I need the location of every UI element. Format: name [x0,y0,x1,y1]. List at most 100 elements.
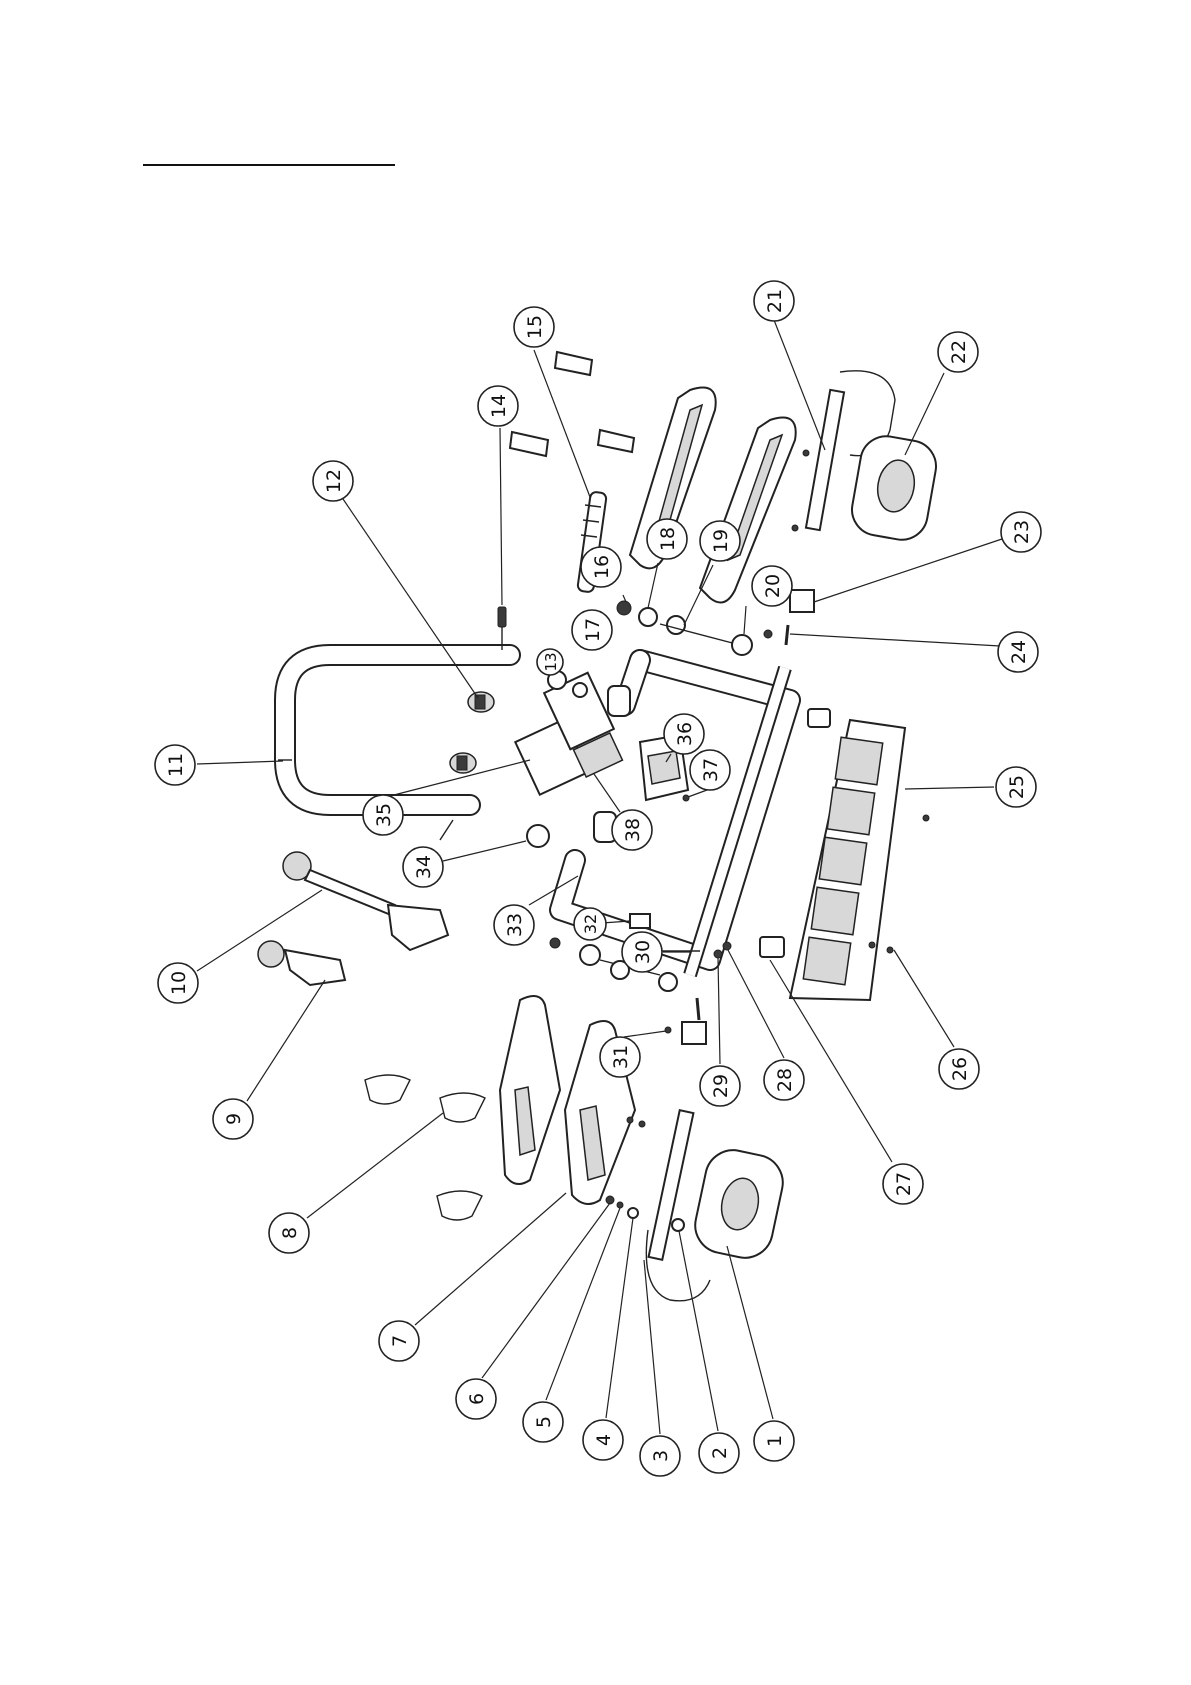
svg-text:30: 30 [632,940,654,964]
callout-23: 23 [1001,512,1041,552]
svg-text:29: 29 [710,1074,732,1098]
svg-text:8: 8 [279,1227,301,1239]
svg-text:12: 12 [323,469,345,493]
part-bolt-14 [498,607,506,650]
callout-5: 5 [523,1402,563,1442]
callout-11: 11 [155,745,195,785]
callout-14: 14 [478,386,518,426]
part-washer-lower-a [627,1117,633,1123]
part-clip-15c [598,430,634,452]
callout-20: 20 [752,566,792,606]
callout-25: 25 [996,767,1036,807]
svg-text:7: 7 [389,1335,411,1347]
callout-8: 8 [269,1213,309,1253]
part-pedal-22 [848,432,940,544]
svg-text:15: 15 [524,315,546,339]
svg-text:19: 19 [710,529,732,553]
svg-text:38: 38 [622,818,644,842]
part-endcap-27 [760,937,784,957]
callout-12: 12 [313,461,353,501]
svg-text:36: 36 [674,722,696,746]
callout-26: 26 [939,1049,979,1089]
callout-32: 32 [574,908,606,940]
callout-13: 13 [537,649,563,675]
svg-text:25: 25 [1006,775,1028,799]
callout-29: 29 [700,1066,740,1106]
part-washer-4 [628,1208,638,1218]
callout-18: 18 [647,519,687,559]
svg-text:27: 27 [893,1172,915,1196]
part-washer-2 [672,1219,684,1231]
callout-38: 38 [612,810,652,850]
svg-text:23: 23 [1011,520,1033,544]
part-pedal-arm-lower-left [500,996,560,1184]
svg-text:14: 14 [488,394,510,418]
part-washer-lower-b [639,1121,645,1127]
svg-text:13: 13 [542,652,560,671]
part-straps-8 [365,1075,485,1220]
svg-text:21: 21 [764,289,786,313]
callout-1: 1 [754,1421,794,1461]
svg-text:2: 2 [709,1447,731,1459]
part-clip-15b [510,432,548,456]
callout-30: 30 [622,932,662,972]
callout-16: 16 [581,547,621,587]
svg-text:11: 11 [165,753,187,777]
callout-6: 6 [456,1379,496,1419]
svg-text:18: 18 [657,527,679,551]
callout-2: 2 [699,1433,739,1473]
part-nut-28 [723,942,731,950]
part-screw-25a [923,815,929,821]
svg-text:32: 32 [581,914,600,934]
svg-text:6: 6 [466,1393,488,1405]
part-screw-37 [683,795,689,801]
svg-text:26: 26 [949,1057,971,1081]
svg-text:37: 37 [700,758,722,782]
callout-31: 31 [600,1037,640,1077]
part-knob-lower [450,753,476,773]
part-spring-24 [786,625,788,645]
callout-27: 27 [883,1164,923,1204]
callout-34: 34 [403,847,443,887]
svg-text:20: 20 [762,574,784,598]
callout-4: 4 [583,1420,623,1460]
callout-28: 28 [764,1060,804,1100]
svg-text:22: 22 [948,340,970,364]
svg-text:31: 31 [610,1045,632,1069]
callout-35: 35 [363,795,403,835]
svg-text:33: 33 [504,913,526,937]
svg-text:34: 34 [413,855,435,879]
callout-24: 24 [998,632,1038,672]
callout-21: 21 [754,281,794,321]
callout-33: 33 [494,905,534,945]
callout-37: 37 [690,750,730,790]
part-screw-26b [887,947,893,953]
part-washer-5 [617,1202,623,1208]
svg-text:35: 35 [373,803,395,827]
part-endcap-27b [808,709,830,727]
part-screw-26 [869,942,875,948]
svg-text:10: 10 [168,971,190,995]
part-clip-15a [555,352,592,375]
callout-15: 15 [514,307,554,347]
part-clamp-32 [630,914,650,928]
part-axle-hardware-upper [617,601,772,655]
part-block-31 [665,998,706,1044]
callout-19: 19 [700,521,740,561]
svg-text:4: 4 [593,1434,615,1446]
svg-text:28: 28 [774,1068,796,1092]
svg-text:9: 9 [223,1113,245,1125]
callout-17: 17 [572,610,612,650]
svg-text:1: 1 [764,1435,786,1447]
callout-7: 7 [379,1321,419,1361]
callout-36: 36 [664,714,704,754]
part-block-23 [790,590,814,612]
svg-text:5: 5 [533,1416,555,1428]
part-cap-34 [527,825,549,847]
svg-text:16: 16 [591,555,613,579]
svg-text:17: 17 [582,618,604,642]
callout-9: 9 [213,1099,253,1139]
svg-text:3: 3 [650,1450,672,1462]
